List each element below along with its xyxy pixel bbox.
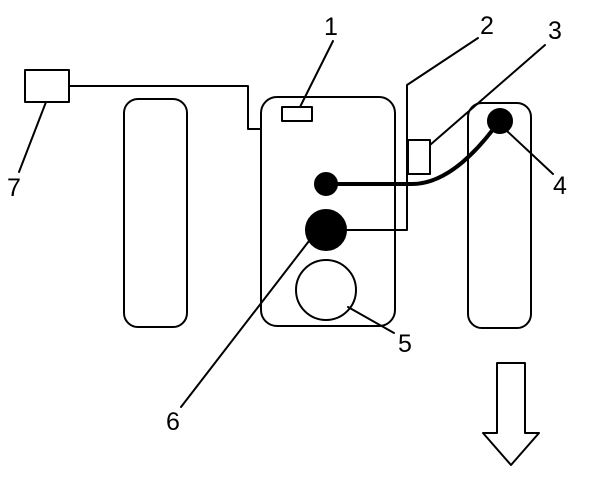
callout-7: 7 [7, 174, 21, 202]
remote-harness [68, 85, 262, 130]
side-connector [407, 139, 431, 175]
leader-6 [180, 240, 310, 408]
left-rail [123, 98, 188, 328]
callout-2: 2 [480, 12, 494, 40]
center-harness [336, 37, 479, 231]
large-connector [305, 209, 347, 251]
callout-4: 4 [553, 172, 567, 200]
leader-5 [347, 306, 395, 334]
arrow-down-icon [482, 362, 540, 466]
remote-box [24, 69, 70, 103]
small-component [281, 106, 313, 122]
callout-3: 3 [548, 17, 562, 45]
leader-1 [299, 40, 334, 108]
callout-1: 1 [324, 13, 338, 41]
leader-3 [429, 44, 546, 146]
leader-4 [506, 130, 554, 175]
center-block [260, 96, 396, 327]
circular-port [295, 259, 357, 321]
right-rail [467, 102, 532, 329]
callout-5: 5 [398, 330, 412, 358]
leader-7 [18, 101, 47, 173]
callout-6: 6 [166, 408, 180, 436]
rail-terminal [487, 108, 513, 134]
